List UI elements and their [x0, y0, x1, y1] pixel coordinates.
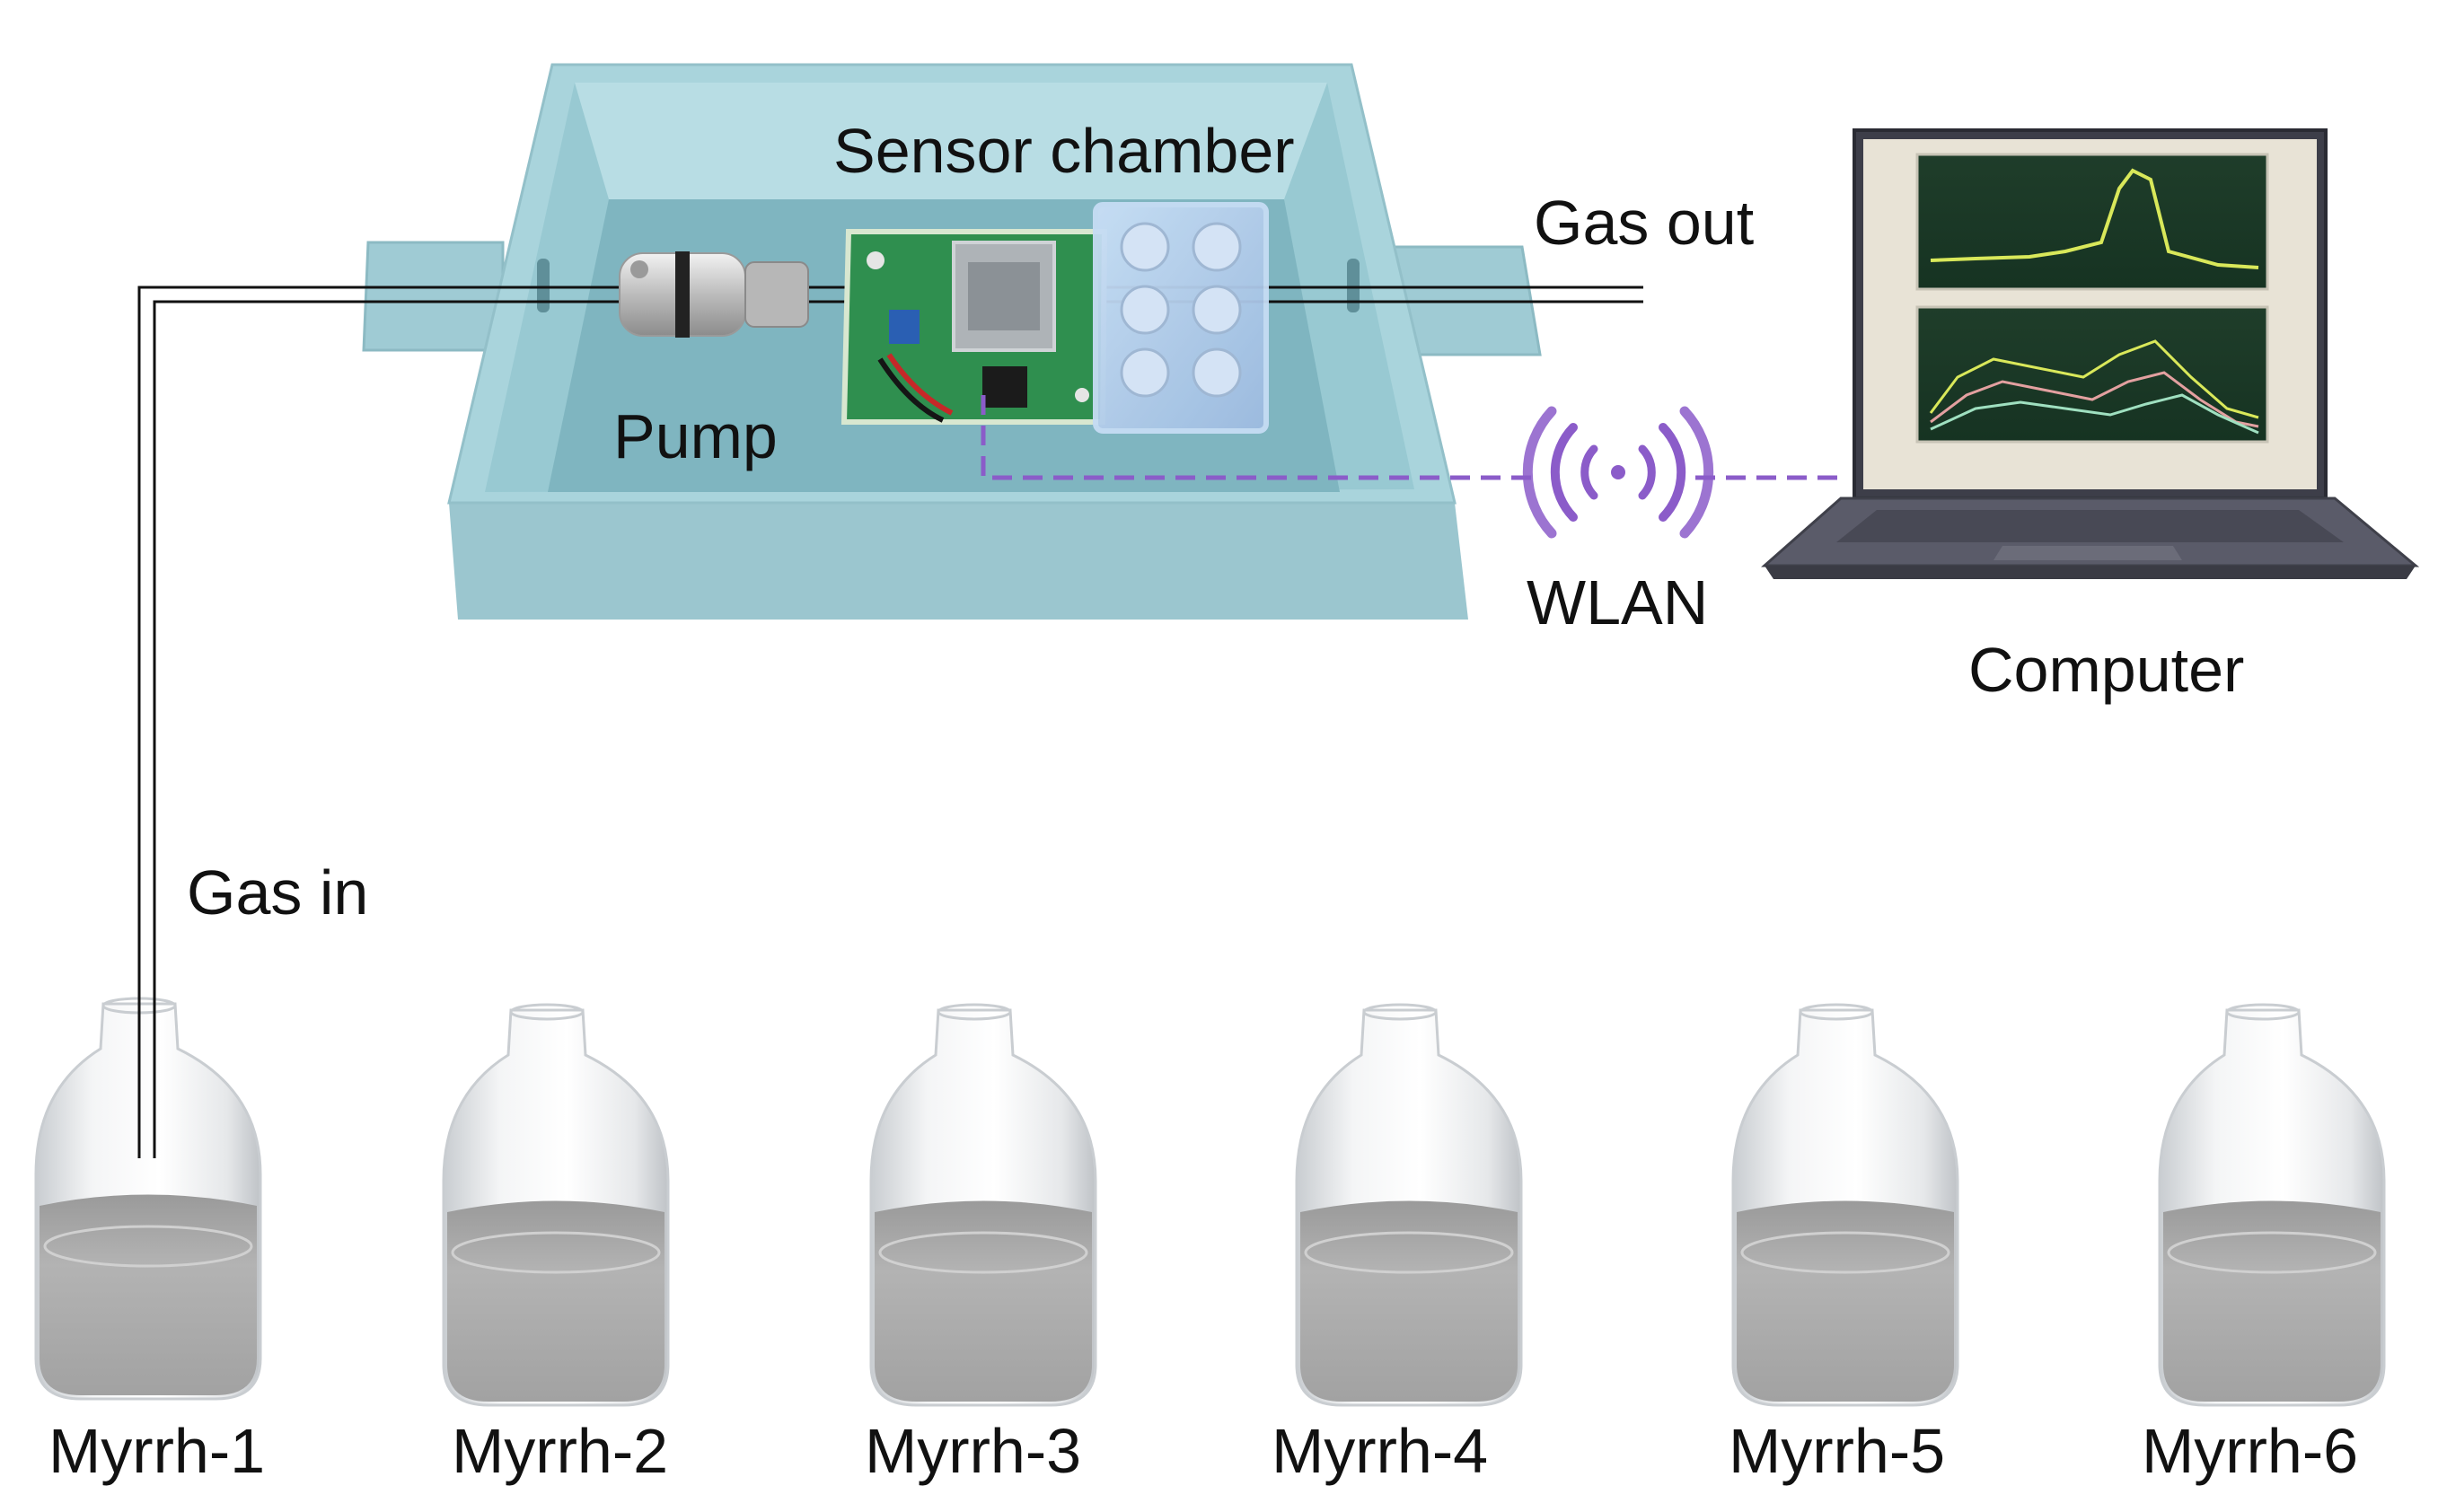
black-chip [982, 366, 1027, 408]
bottle-liquid [875, 1200, 1092, 1402]
sensor-cell [1120, 347, 1170, 398]
bottle-label-1: Myrrh-1 [48, 1416, 265, 1486]
bottle-row [34, 997, 2386, 1407]
pump-band [675, 251, 690, 338]
sensor-cells [1120, 222, 1242, 398]
bottle-mouth [509, 1003, 585, 1021]
bottle-mouth [1799, 1003, 1874, 1021]
wifi-arc [1580, 444, 1598, 500]
pump-screw [630, 260, 648, 278]
bottle-myrrh-5 [1731, 1003, 1959, 1407]
gas-in-tube-inner [153, 300, 368, 1158]
liquid-surface [43, 1225, 253, 1268]
circuit-board [841, 229, 1108, 425]
plot-curve-bottom-2 [1930, 371, 2259, 428]
box-inner-back [575, 83, 1327, 199]
bottle-liquid [1737, 1200, 1954, 1402]
sensor-cell [1192, 285, 1242, 335]
liquid-surface [2167, 1231, 2377, 1274]
sensor-array [1093, 202, 1269, 434]
liquid-surface [451, 1231, 661, 1274]
pcb-dot-1 [867, 251, 885, 269]
bottle-myrrh-4 [1295, 1003, 1523, 1407]
laptop-keyboard [1836, 510, 2344, 542]
laptop [1761, 128, 2420, 579]
label-sensor-chamber: Sensor chamber [833, 116, 1295, 186]
blue-component [889, 310, 920, 344]
plot-curve-bottom-3 [1930, 393, 2259, 435]
bottle-myrrh-6 [2158, 1003, 2386, 1407]
red-wire [886, 353, 954, 416]
bottle-mouth [937, 1003, 1012, 1021]
liquid-surface [1740, 1231, 1950, 1274]
right-slot [1347, 259, 1360, 312]
module-chip [968, 262, 1040, 330]
label-gas-out: Gas out [1534, 188, 1754, 258]
sensor-cell [1120, 285, 1170, 335]
wlan-link [981, 395, 1841, 539]
bottle-myrrh-1 [34, 997, 262, 1401]
liquid-surface [878, 1231, 1088, 1274]
bottle-label-6: Myrrh-6 [2142, 1416, 2358, 1486]
label-pump: Pump [613, 401, 778, 471]
sensor-cell [1192, 222, 1242, 272]
black-wire [877, 357, 945, 423]
bottle-myrrh-2 [442, 1003, 670, 1407]
plot-curve-bottom-1 [1929, 339, 2259, 419]
wifi-arc [1522, 406, 1557, 539]
bottle-liquid [447, 1200, 665, 1402]
bottle-label-5: Myrrh-5 [1729, 1416, 1945, 1486]
laptop-front-edge [1765, 566, 2416, 579]
bottle-mouth [1362, 1003, 1438, 1021]
laptop-touchpad [1994, 546, 2182, 560]
left-slot [537, 259, 550, 312]
label-gas-in: Gas in [187, 857, 368, 927]
wifi-arc [1679, 406, 1714, 539]
label-computer: Computer [1968, 635, 2244, 705]
plot-curve-top [1930, 168, 2259, 269]
wifi-arc [1550, 423, 1578, 522]
gas-in-tube-into-bottle [137, 988, 156, 1158]
wifi-signal-dot [1611, 465, 1625, 479]
pump-motor [744, 261, 809, 328]
pcb-dot-2 [1075, 388, 1089, 402]
bottle-liquid [40, 1194, 257, 1395]
left-port [362, 241, 505, 352]
box-front-face [449, 503, 1468, 620]
pump-unit [619, 251, 809, 338]
sensor-cell [1120, 222, 1170, 272]
bottle-mouth [2225, 1003, 2301, 1021]
plot-panel-top [1915, 153, 2269, 291]
wifi-arc [1638, 444, 1656, 500]
plot-panel-bottom [1915, 305, 2269, 444]
liquid-surface [1304, 1231, 1514, 1274]
bottle-liquid [1300, 1200, 1518, 1402]
bottle-label-2: Myrrh-2 [452, 1416, 668, 1486]
sensor-cell [1192, 347, 1242, 398]
bottle-label-4: Myrrh-4 [1272, 1416, 1488, 1486]
wifi-arc [1659, 423, 1686, 522]
bottle-myrrh-3 [869, 1003, 1097, 1407]
sensor-block [1093, 202, 1269, 434]
wifi-signal-icon [1522, 406, 1714, 539]
gas-in-tube-outer [137, 286, 368, 1158]
bottle-liquid [2163, 1200, 2381, 1402]
label-wlan: WLAN [1527, 567, 1708, 637]
bottle-label-3: Myrrh-3 [865, 1416, 1081, 1486]
